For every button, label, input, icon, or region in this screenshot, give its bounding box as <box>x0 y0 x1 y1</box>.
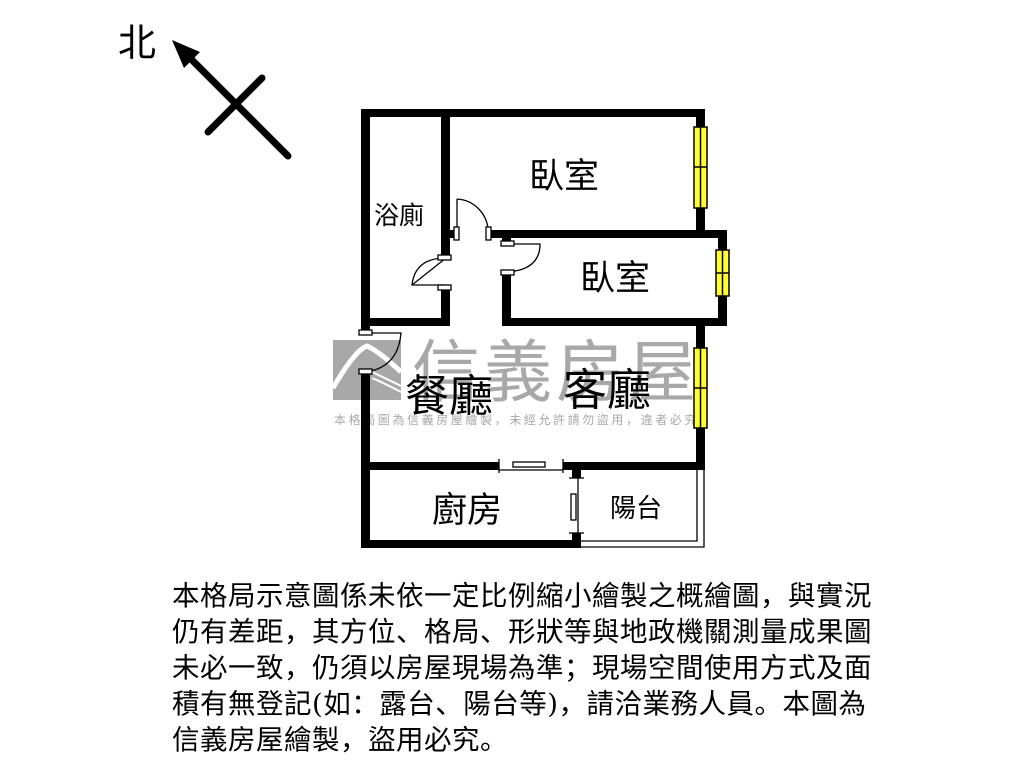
disclaimer-line: 本格局示意圖係未依一定比例縮小繪製之概繪圖，與實況 <box>172 580 872 612</box>
room-label-dining: 餐廳 <box>405 371 493 422</box>
brand-logo-icon <box>330 340 403 400</box>
watermark-brand: 信義房屋 <box>412 334 700 413</box>
disclaimer-line: 未必一致，仍須以房屋現場為準；現場空間使用方式及面 <box>172 652 872 684</box>
room-label-bathroom: 浴廁 <box>374 201 424 230</box>
disclaimer-line: 仍有差距，其方位、格局、形狀等與地政機關測量成果圖 <box>172 616 872 648</box>
disclaimer-line: 信義房屋繪製，盜用必究。 <box>172 724 508 756</box>
room-label-balcony: 陽台 <box>610 494 662 524</box>
disclaimer-text: 本格局示意圖係未依一定比例縮小繪製之概繪圖，與實況 仍有差距，其方位、格局、形狀… <box>172 578 932 758</box>
windows <box>693 126 730 429</box>
disclaimer-line: 積有無登記(如：露台、陽台等)，請洽業務人員。本圖為 <box>172 688 867 720</box>
room-label-bedroom-1: 臥室 <box>529 157 599 197</box>
room-label-kitchen: 廚房 <box>432 491 502 531</box>
doors <box>358 198 584 534</box>
north-arrow-icon <box>172 40 292 160</box>
room-label-living: 客廳 <box>563 365 651 416</box>
room-label-bedroom-2: 臥室 <box>580 259 650 299</box>
compass-north-label: 北 <box>118 21 156 65</box>
watermark-notice: 本格局圖為信義房屋繪製，未經允許請勿盜用，違者必究 <box>334 412 699 427</box>
balcony-railing <box>581 470 705 548</box>
